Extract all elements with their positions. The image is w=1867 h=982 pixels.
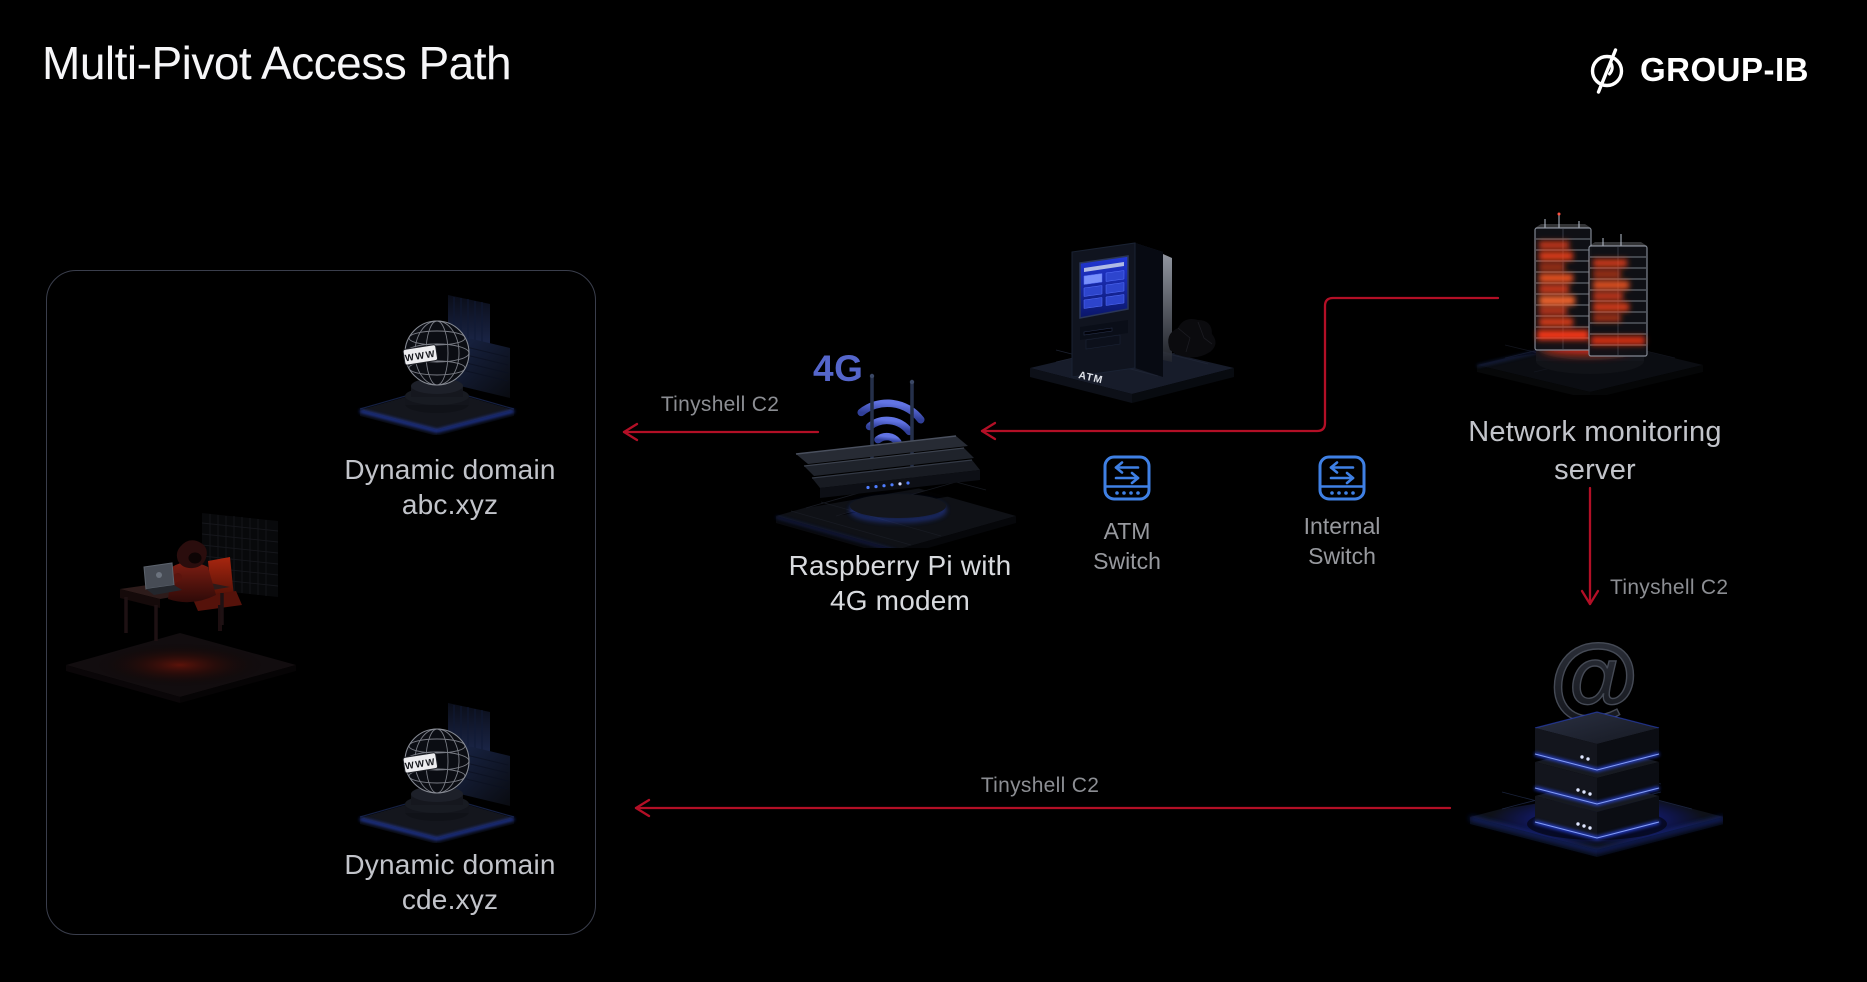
atm-base-label: ATM — [1077, 369, 1104, 386]
page-title: Multi-Pivot Access Path — [42, 37, 512, 89]
c2-label-mail-to-domains: Tinyshell C2 — [980, 774, 1100, 797]
mail-server-illustration: @ — [1469, 625, 1723, 857]
atm-switch-label: ATM Switch — [1093, 518, 1161, 574]
c2-label-router-to-domains: Tinyshell C2 — [660, 393, 780, 416]
monitoring-server-illustration — [1476, 212, 1703, 395]
internal-switch-icon — [1318, 455, 1366, 501]
brand-name: GROUP-IB — [1640, 51, 1809, 88]
atm-switch-icon — [1103, 455, 1151, 501]
brand-logo: GROUP-IB — [1584, 46, 1809, 94]
c2-label-monitor-to-mail: Tinyshell C2 — [1610, 576, 1729, 599]
globe-abc-illustration — [352, 290, 522, 435]
attacker-infrastructure-box — [46, 270, 596, 935]
c2-arrow-monitor-to-router — [980, 296, 1500, 433]
atm-machine-illustration: ATM — [1030, 242, 1234, 403]
globe-cde-illustration — [352, 698, 522, 843]
dynamic-domain-cde-label: Dynamic domain cde.xyz — [344, 849, 556, 915]
raspberry-pi-label: Raspberry Pi with 4G modem — [788, 550, 1012, 616]
attacker-illustration — [66, 513, 296, 703]
router-illustration — [775, 373, 1016, 548]
at-symbol: @ — [1549, 626, 1639, 728]
monitoring-server-label: Network monitoring server — [1468, 416, 1722, 486]
internal-switch-label: Internal Switch — [1303, 513, 1381, 569]
dynamic-domain-abc-label: Dynamic domain abc.xyz — [344, 454, 556, 520]
group-ib-logo-icon — [1590, 48, 1624, 94]
4g-badge: 4G — [813, 348, 864, 389]
